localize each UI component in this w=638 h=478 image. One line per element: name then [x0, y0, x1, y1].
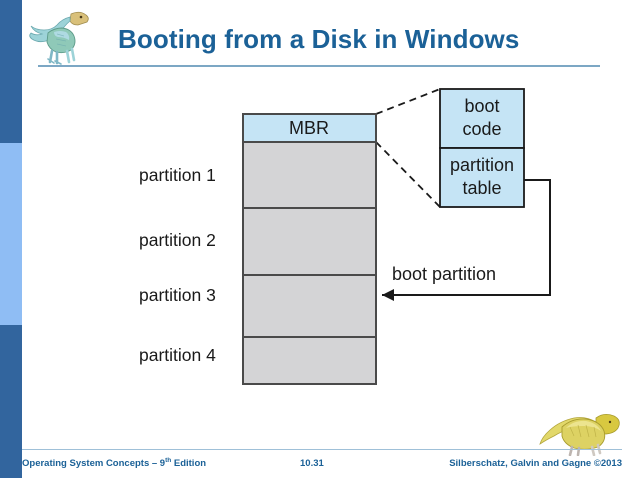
- boot-code-label-line2: code: [462, 119, 501, 139]
- dinosaur-icon: [538, 404, 626, 457]
- partition-3-block: [242, 274, 377, 338]
- partition-table-box: [439, 147, 525, 208]
- mbr-block: [242, 113, 377, 143]
- footer-divider: [22, 449, 622, 450]
- footer-copyright: Silberschatz, Galvin and Gagne ©2013: [449, 458, 622, 469]
- footer-edition-sup: th: [165, 456, 172, 464]
- partition-table-label-line1: partition: [450, 155, 514, 175]
- partition-2-block: [242, 207, 377, 276]
- arrow-head: [382, 289, 394, 301]
- disk-boot-diagram: MBR boot code partition table: [0, 70, 638, 400]
- footer-edition-main: Operating System Concepts – 9: [22, 458, 166, 469]
- sidebar-rail-bottom: [0, 325, 22, 478]
- partition-4-label: partition 4: [139, 345, 216, 365]
- mbr-detail-boxes: boot code partition table: [439, 88, 525, 208]
- mbr-label: MBR: [289, 118, 329, 138]
- disk-layout: MBR: [242, 113, 377, 385]
- partition-1-block: [242, 141, 377, 209]
- page-title: Booting from a Disk in Windows: [118, 24, 520, 54]
- partition-4-block: [242, 336, 377, 385]
- sidebar-rail-middle: [0, 143, 22, 325]
- dinosaur-icon: [24, 6, 96, 66]
- partition-2-label: partition 2: [139, 230, 216, 250]
- partition-table-label-line2: table: [462, 178, 501, 198]
- boot-partition-arrow: [382, 179, 551, 296]
- title-divider: [38, 65, 600, 67]
- footer-edition-tail: Edition: [171, 458, 207, 469]
- footer-edition-text: Operating System Concepts – 9th Edition: [22, 457, 206, 469]
- page-number: 10.31: [300, 458, 324, 469]
- callout-dashed-lines: [375, 88, 441, 208]
- boot-partition-label: boot partition: [392, 264, 497, 284]
- sidebar-rail-top: [0, 0, 22, 143]
- boot-code-label-line1: boot: [464, 96, 499, 116]
- partition-3-label: partition 3: [139, 285, 216, 305]
- partition-1-label: partition 1: [139, 165, 216, 185]
